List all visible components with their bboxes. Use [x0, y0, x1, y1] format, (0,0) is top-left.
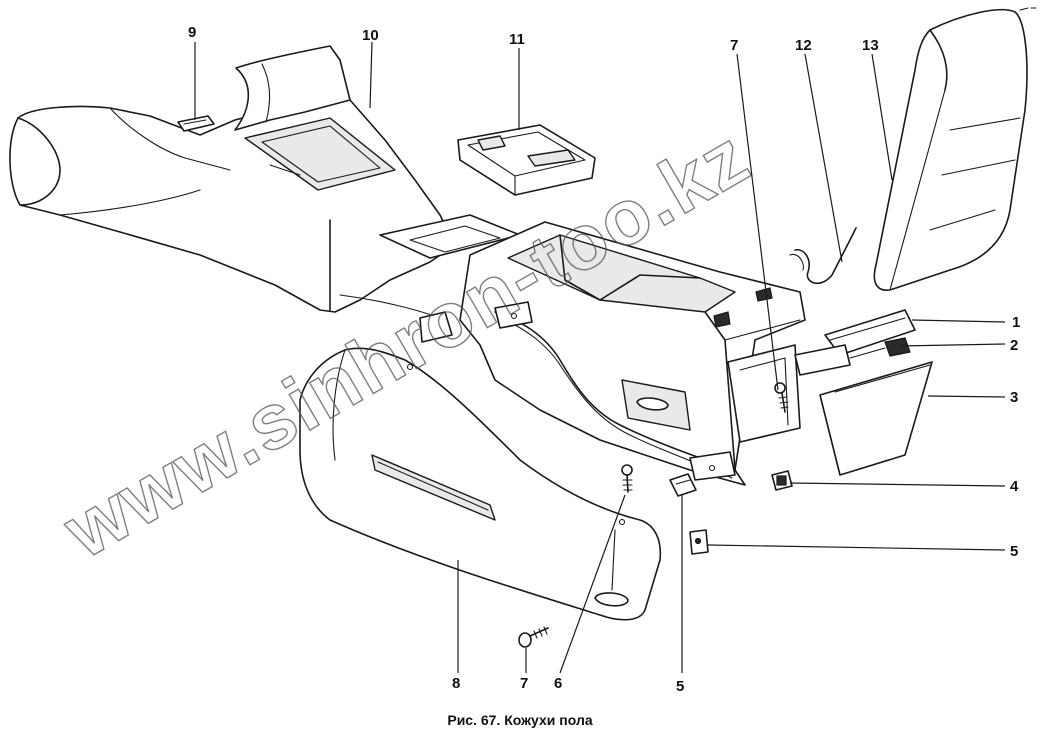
callout-2: 2 [1010, 337, 1018, 354]
callout-leaders [194, 41, 1006, 674]
part-12-spring [789, 227, 857, 285]
callout-7-top: 7 [730, 37, 738, 54]
callout-7-bottom: 7 [520, 675, 528, 692]
callout-6: 6 [554, 675, 562, 692]
callout-10: 10 [362, 27, 379, 44]
part-4-nut [771, 470, 793, 491]
callout-8: 8 [452, 675, 460, 692]
callout-13: 13 [862, 37, 879, 54]
figure-caption: Рис. 67. Кожухи пола [447, 712, 593, 728]
part-5-clip-center [669, 473, 697, 497]
callout-5-right: 5 [1010, 543, 1018, 560]
callout-numbers: 9 10 11 7 12 13 1 2 3 4 5 8 7 6 5 [188, 24, 1020, 695]
part-7-screw-lower [518, 626, 549, 648]
callout-11: 11 [509, 31, 525, 48]
callout-12: 12 [795, 37, 812, 54]
callout-3: 3 [1010, 389, 1018, 406]
part-6-screw [621, 464, 633, 493]
callout-9: 9 [188, 24, 196, 41]
part-2-latch [794, 337, 911, 376]
part-11-tray [457, 124, 596, 196]
callout-5-bottom: 5 [676, 678, 684, 695]
part-10-front-console [9, 45, 521, 343]
main-console-box [459, 221, 806, 486]
part-8-side-panel [299, 347, 662, 621]
callout-1: 1 [1012, 314, 1020, 331]
part-3-pocket [819, 361, 933, 476]
part-9-clip [177, 115, 215, 132]
part-5-clip-right [689, 529, 709, 555]
corner-mark [1019, 7, 1037, 11]
callout-4: 4 [1010, 478, 1019, 495]
part-13-armrest-pad [873, 8, 1028, 291]
